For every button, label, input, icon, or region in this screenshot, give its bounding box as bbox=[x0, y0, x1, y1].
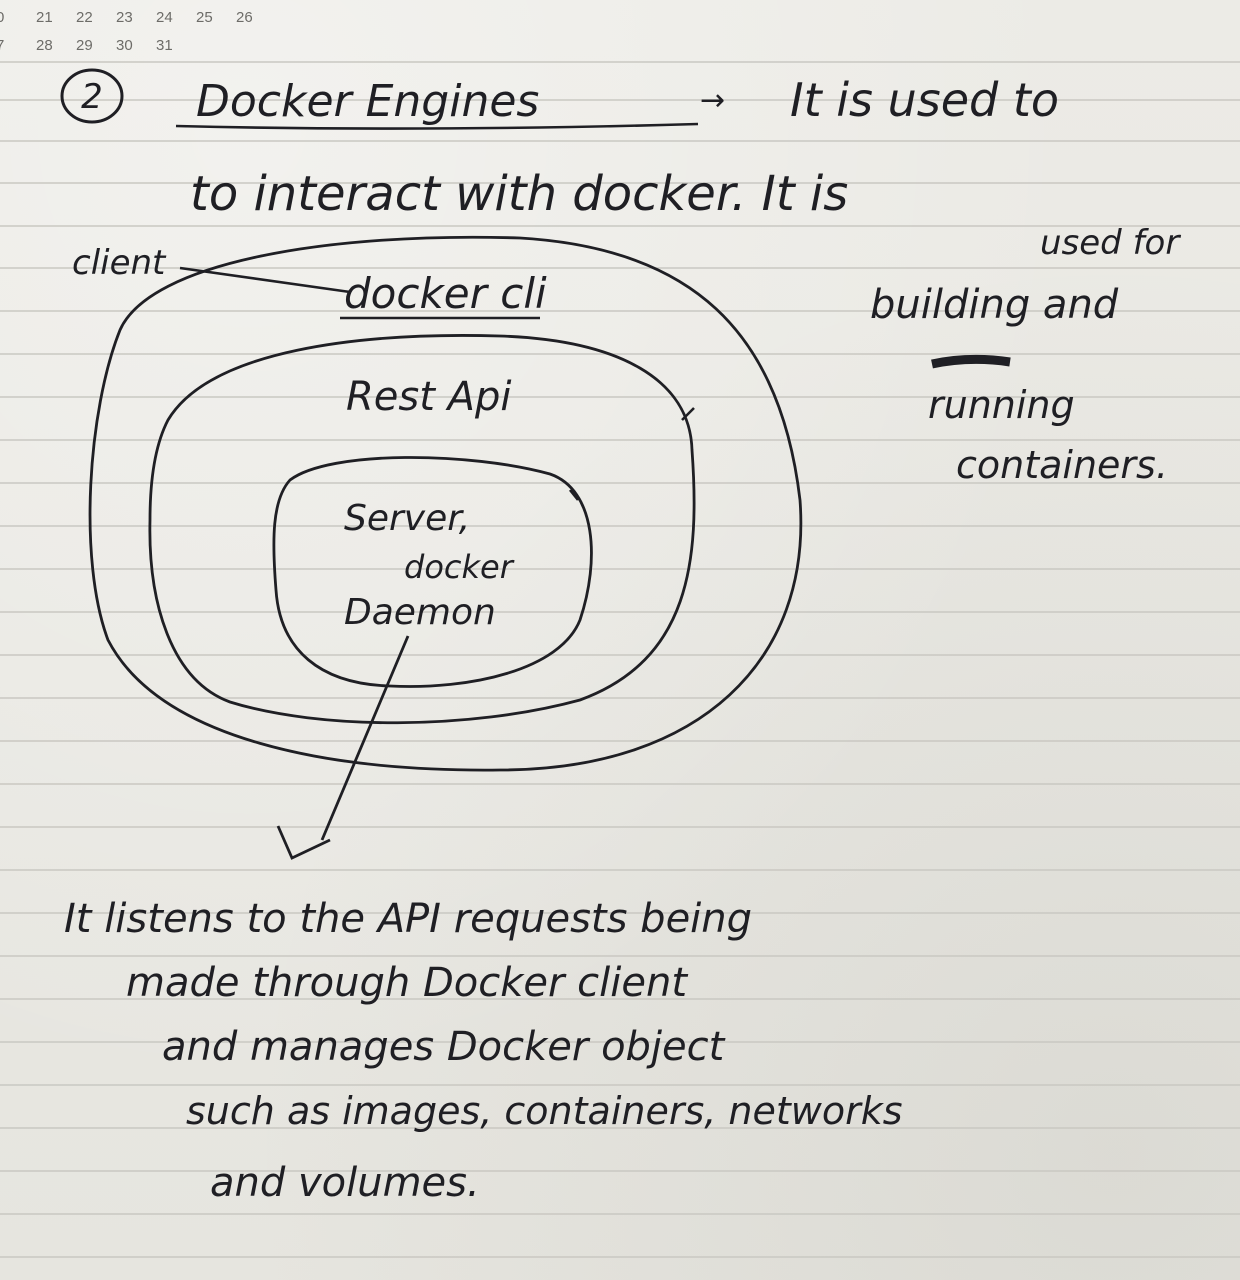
calendar-row-1: 0 21 22 23 24 25 26 bbox=[0, 4, 276, 32]
client-pointer-line bbox=[179, 266, 351, 294]
side-line-1: used for bbox=[1040, 223, 1181, 263]
calendar-row-2: 7 28 29 30 31 bbox=[0, 32, 276, 60]
number-circle bbox=[60, 68, 124, 124]
calendar-day: 26 bbox=[236, 9, 253, 26]
note-title: Docker Engines bbox=[196, 76, 539, 127]
calendar-strip: 0 21 22 23 24 25 26 7 28 29 30 31 bbox=[0, 4, 276, 60]
calendar-day: 22 bbox=[76, 9, 93, 26]
calendar-day: 29 bbox=[76, 37, 93, 54]
side-line-4: containers. bbox=[956, 443, 1168, 487]
down-arrow-shaft bbox=[320, 635, 410, 841]
body-line-2: made through Docker client bbox=[126, 960, 688, 1006]
inner-ring-label-3: Daemon bbox=[344, 592, 496, 633]
inner-ring-tick bbox=[568, 489, 580, 501]
arrow-icon: → bbox=[700, 83, 725, 118]
inner-ring-label-2: docker bbox=[404, 548, 515, 586]
title-underline bbox=[175, 122, 699, 130]
middle-ring-tick bbox=[681, 407, 695, 421]
calendar-day: 24 bbox=[156, 9, 173, 26]
calendar-day: 21 bbox=[36, 9, 53, 26]
body-line-4: such as images, containers, networks bbox=[186, 1089, 903, 1133]
middle-ring-rest-api bbox=[148, 334, 696, 725]
body-line-3: and manages Docker object bbox=[162, 1024, 726, 1070]
client-label: client bbox=[72, 243, 167, 283]
calendar-day: 30 bbox=[116, 37, 133, 54]
side-line-3: running bbox=[928, 383, 1075, 427]
note-number: 2 bbox=[81, 77, 103, 117]
inner-ring-label-1: Server, bbox=[344, 498, 470, 539]
side-line-2: building and bbox=[870, 282, 1119, 328]
intro-line-1: It is used to bbox=[790, 73, 1059, 127]
down-arrow-icon bbox=[276, 825, 331, 860]
body-line-1: It listens to the API requests being bbox=[64, 896, 752, 942]
calendar-day: 7 bbox=[0, 37, 5, 54]
calendar-day: 0 bbox=[0, 9, 5, 26]
calendar-day: 31 bbox=[156, 37, 173, 54]
outer-ring-label: docker cli bbox=[344, 269, 547, 318]
scribble-strike bbox=[931, 354, 1011, 369]
calendar-day: 28 bbox=[36, 37, 53, 54]
middle-ring-label: Rest Api bbox=[346, 374, 512, 420]
inner-ring-server bbox=[272, 456, 593, 688]
calendar-day: 23 bbox=[116, 9, 133, 26]
calendar-day: 25 bbox=[196, 9, 213, 26]
intro-line-2: to interact with docker. It is bbox=[190, 166, 848, 222]
body-line-5: and volumes. bbox=[210, 1160, 480, 1206]
outer-ring-docker-cli bbox=[88, 235, 803, 772]
